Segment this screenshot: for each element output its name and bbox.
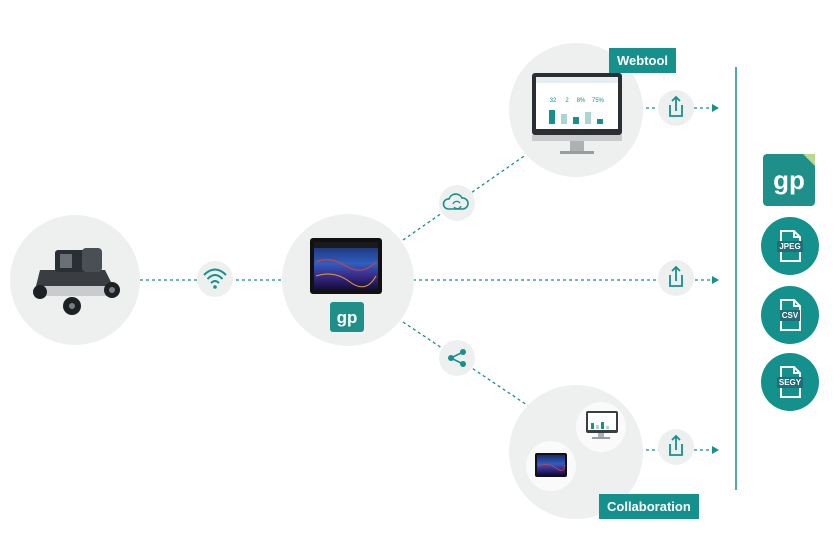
- connector-tablet-webtool: [402, 151, 531, 241]
- gp-logo-tablet: gp: [330, 302, 364, 332]
- segy-label: SEGY: [776, 377, 804, 388]
- segy-file-icon: SEGY: [761, 353, 819, 411]
- export-icon-top: [658, 90, 694, 126]
- csv-label: CSV: [779, 310, 801, 321]
- wifi-icon: [197, 261, 233, 297]
- export-icon-bottom: [658, 429, 694, 465]
- stat-1: 32: [550, 98, 557, 104]
- csv-file-icon: CSV: [761, 286, 819, 344]
- arrowhead-middle: [712, 276, 719, 284]
- webtool-monitor: 32 2 8% 75%: [532, 73, 622, 154]
- gp-logo-text: gp: [337, 308, 358, 327]
- webtool-label: Webtool: [609, 48, 677, 73]
- cloud-sync-icon: [439, 185, 475, 221]
- arrowheads: [712, 104, 719, 454]
- arrowhead-top: [712, 104, 719, 112]
- arrowhead-bottom: [712, 446, 719, 454]
- share-icon: [439, 340, 475, 376]
- stat-4: 75%: [592, 98, 605, 104]
- gp-logo-export: gp: [763, 154, 815, 206]
- tablet-device: [310, 238, 382, 294]
- connector-tablet-collaboration: [402, 321, 531, 408]
- jpeg-file-icon: JPEG: [761, 217, 819, 275]
- collaboration-label: Collaboration: [599, 494, 699, 519]
- gpr-robot-device: [33, 248, 120, 315]
- stat-3: 8%: [577, 98, 586, 104]
- stat-2: 2: [565, 98, 569, 104]
- collaboration-devices: [526, 402, 626, 491]
- gp-logo-export-text: gp: [773, 165, 805, 195]
- export-icon-middle: [658, 260, 694, 296]
- jpeg-label: JPEG: [777, 241, 803, 252]
